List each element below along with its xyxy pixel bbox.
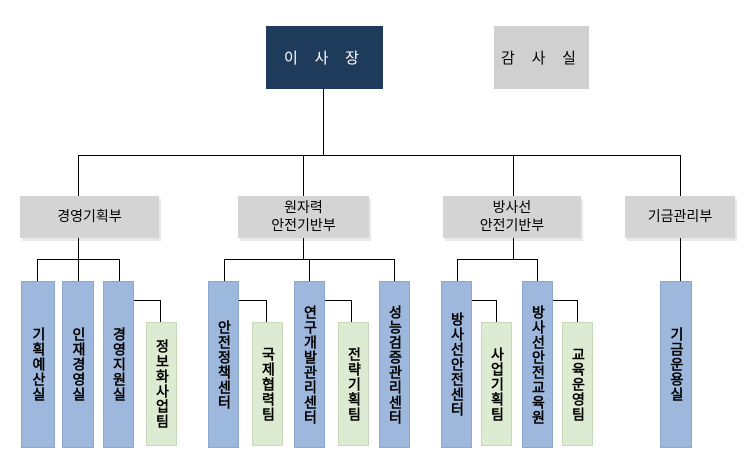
connector-d3-down <box>513 238 514 260</box>
unit-it-project-team: 정보화사업팀 <box>146 322 177 446</box>
unit-label: 경영지원실 <box>110 327 127 402</box>
connector-d3-u3 <box>537 259 538 281</box>
connector-d1-u3 <box>119 259 120 281</box>
connector-d2-down <box>303 238 304 260</box>
unit-fund-operation-office: 기금운용실 <box>660 281 692 448</box>
unit-management-support-office: 경영지원실 <box>103 281 134 448</box>
unit-safety-policy-center: 안전정책센터 <box>208 281 239 448</box>
audit-office-box: 감 사 실 <box>494 26 589 89</box>
department-fund-management: 기금관리부 <box>625 196 735 238</box>
unit-education-operations-team: 교육운영팀 <box>562 322 593 446</box>
connector-d2-u5 <box>394 259 395 281</box>
connector-d1-team-v <box>160 300 161 322</box>
unit-strategic-planning-team: 전략기획팀 <box>338 322 369 446</box>
connector-horizontal-main <box>78 155 681 156</box>
unit-label: 기금운용실 <box>668 327 684 402</box>
unit-label: 연구개발관리센터 <box>301 304 318 425</box>
unit-label: 사업기획팀 <box>488 346 505 422</box>
unit-label: 방사선안전교육원 <box>529 304 546 425</box>
connector-d3-team1-v <box>496 300 497 322</box>
unit-label: 교육운영팀 <box>569 346 586 422</box>
connector-d1-team-h <box>133 300 161 301</box>
unit-rnd-management-center: 연구개발관리센터 <box>294 281 325 448</box>
unit-business-planning-team: 사업기획팀 <box>481 322 512 446</box>
unit-performance-verification-center: 성능검증관리센터 <box>379 281 410 448</box>
department-label: 경영기획부 <box>57 209 122 225</box>
unit-international-cooperation-team: 국제협력팀 <box>252 322 283 446</box>
connector-d2-team1-h <box>238 300 267 301</box>
connector-d3-team1-h <box>472 300 497 301</box>
ceo-label: 이 사 장 <box>284 49 365 67</box>
connector-d3-team2-h <box>553 300 578 301</box>
audit-office-label: 감 사 실 <box>501 49 582 67</box>
department-label: 기금관리부 <box>647 209 713 225</box>
connector-dept-2 <box>303 155 304 196</box>
unit-label: 기획예산실 <box>30 327 46 402</box>
connector-d3-team2-v <box>577 300 578 322</box>
unit-label: 전략기획팀 <box>345 346 362 422</box>
connector-dept-1 <box>78 155 79 196</box>
ceo-box: 이 사 장 <box>266 26 383 89</box>
connector-d2-team1-v <box>266 300 267 322</box>
connector-dept-3 <box>513 155 514 196</box>
connector-d2-u3 <box>309 259 310 281</box>
unit-planning-budget-office: 기획예산실 <box>21 281 55 448</box>
department-label: 원자력 안전기반부 <box>271 200 336 234</box>
connector-dept-4 <box>680 155 681 196</box>
unit-radiation-safety-center: 방사선안전센터 <box>441 281 472 448</box>
connector-d2-team2-h <box>324 300 352 301</box>
connector-ceo-down <box>323 89 324 156</box>
unit-label: 안전정책센터 <box>215 319 232 410</box>
connector-d1-down <box>78 238 79 260</box>
connector-d1-u2 <box>78 259 79 281</box>
department-label: 방사선 안전기반부 <box>479 200 545 234</box>
unit-radiation-safety-education-institute: 방사선안전교육원 <box>522 281 553 448</box>
connector-d2-u1 <box>224 259 225 281</box>
connector-d2-team2-v <box>351 300 352 322</box>
department-nuclear-safety-base: 원자력 안전기반부 <box>238 196 369 238</box>
unit-label: 정보화사업팀 <box>153 339 170 429</box>
unit-label: 방사선안전센터 <box>448 312 465 417</box>
unit-hr-management-office: 인재경영실 <box>62 281 94 448</box>
unit-label: 국제협력팀 <box>259 346 276 422</box>
unit-label: 성능검증관리센터 <box>386 304 403 425</box>
connector-d3-horizontal <box>457 259 538 260</box>
connector-d1-u1 <box>37 259 38 281</box>
department-radiation-safety-base: 방사선 안전기반부 <box>443 196 581 238</box>
connector-d4-down <box>680 238 681 281</box>
connector-d3-u1 <box>457 259 458 281</box>
department-management-planning: 경영기획부 <box>20 196 159 238</box>
unit-label: 인재경영실 <box>70 327 86 402</box>
